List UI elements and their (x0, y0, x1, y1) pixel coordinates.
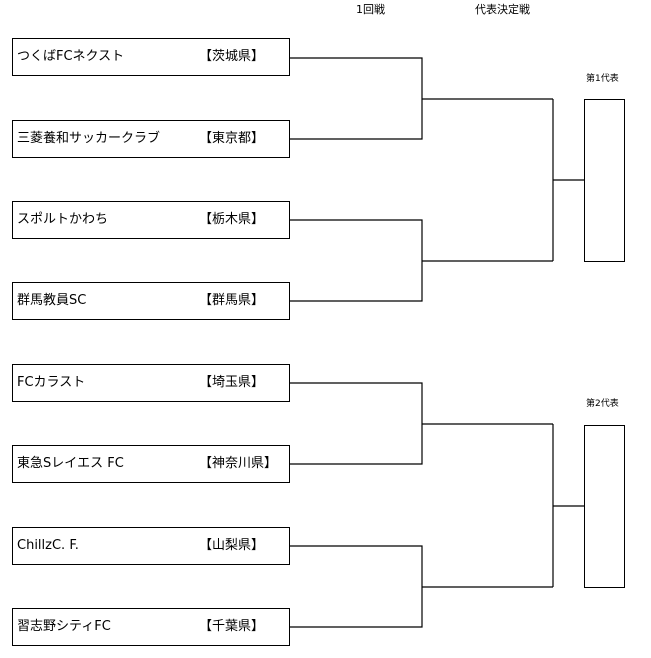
team-prefecture: 【千葉県】 (199, 619, 265, 634)
team-box: つくばFCネクスト 【茨城県】 (12, 38, 290, 76)
team-box: 群馬教員SC 【群馬県】 (12, 282, 290, 320)
team-name: つくばFCネクスト (17, 49, 125, 64)
bracket-line (290, 219, 423, 302)
representative-box (584, 425, 625, 588)
team-prefecture: 【東京都】 (199, 131, 265, 146)
team-box: ChillzC. F. 【山梨県】 (12, 527, 290, 565)
bracket-line (290, 382, 423, 465)
team-box: 習志野シティFC 【千葉県】 (12, 608, 290, 646)
representative-box (584, 99, 625, 262)
team-name: 三菱養和サッカークラブ (17, 131, 161, 146)
team-box: 三菱養和サッカークラブ 【東京都】 (12, 120, 290, 158)
final-header: 代表決定戦 (475, 3, 530, 16)
team-name: ChillzC. F. (17, 538, 79, 553)
team-prefecture: 【神奈川県】 (199, 456, 278, 471)
team-prefecture: 【埼玉県】 (199, 375, 265, 390)
bracket-line (290, 57, 423, 140)
team-name: スポルトかわち (17, 212, 109, 227)
team-box: スポルトかわち 【栃木県】 (12, 201, 290, 239)
team-name: 東急Sレイエス FC (17, 456, 124, 471)
team-prefecture: 【茨城県】 (199, 49, 265, 64)
representative-label: 第2代表 (586, 399, 619, 409)
representative-label: 第1代表 (586, 74, 619, 84)
team-name: 群馬教員SC (17, 293, 87, 308)
team-box: 東急Sレイエス FC 【神奈川県】 (12, 445, 290, 483)
team-prefecture: 【山梨県】 (199, 538, 265, 553)
bracket-line (290, 545, 423, 628)
team-name: FCカラスト (17, 375, 86, 390)
team-box: FCカラスト 【埼玉県】 (12, 364, 290, 402)
team-prefecture: 【群馬県】 (199, 293, 265, 308)
round1-header: 1回戦 (356, 3, 385, 16)
team-name: 習志野シティFC (17, 619, 111, 634)
team-prefecture: 【栃木県】 (199, 212, 265, 227)
